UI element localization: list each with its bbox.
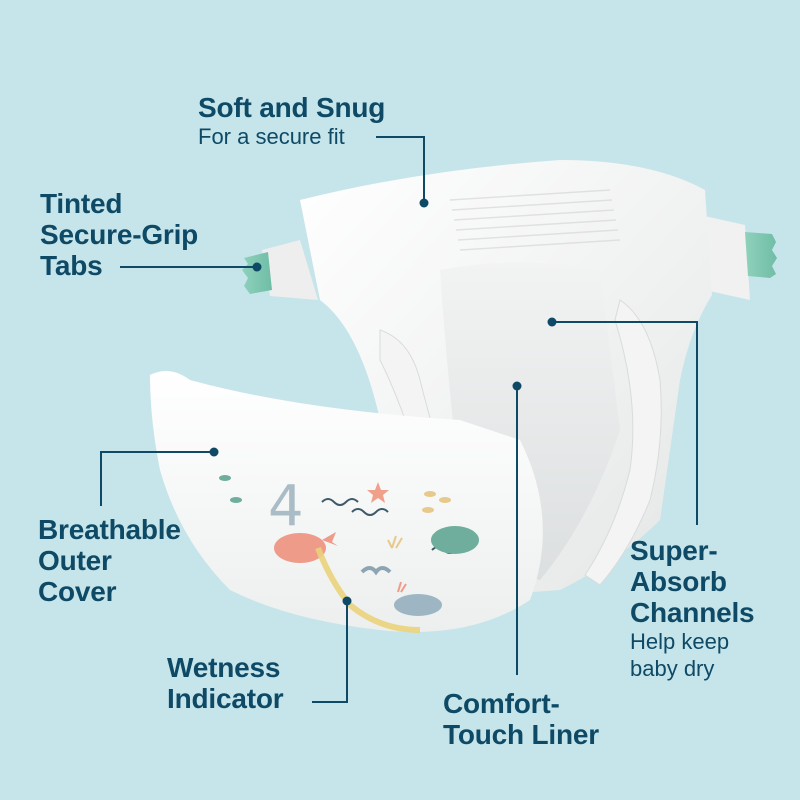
callout-title-line: Super- [630,535,718,566]
callout-wetness-indicator: Wetness Indicator [167,652,284,714]
callout-soft-and-snug: Soft and Snug For a secure fit [198,92,385,150]
size-number: 4 [268,474,304,539]
wetness-line [312,601,348,703]
right-leg-cuff [584,299,662,586]
callout-dots [209,198,557,606]
callout-title-line: Cover [38,576,117,607]
breathable-dot [209,447,219,457]
wetness-indicator-stripe [315,546,421,633]
callout-title: Soft and Snug [198,92,386,123]
ocean-print: 4 [219,474,479,633]
callout-title-line: Tinted [40,188,123,219]
callout-title-line: Secure-Grip [40,219,199,250]
callout-super-absorb: Super- Absorb Channels Help keep baby dr… [630,535,755,682]
callout-title-line: Indicator [167,683,284,714]
callout-breathable-cover: Breathable Outer Cover [38,514,181,607]
callout-title-line: Outer [38,545,112,576]
callout-subtitle-line: baby dry [630,656,715,681]
callout-title-line: Breathable [38,514,181,545]
left-tab [242,240,318,300]
breathable-line [100,451,214,506]
super-absorb-dot [547,317,557,327]
right-tab [700,215,777,300]
soft-and-snug-dot [419,198,429,208]
comfort-liner-dot [512,381,522,391]
callout-title-line: Wetness [167,652,281,683]
soft-and-snug-line [376,136,425,203]
callout-title-line: Tabs [40,250,103,281]
callout-subtitle-line: Help keep [630,629,730,654]
callout-title-line: Absorb [630,566,727,597]
callout-title-line: Comfort- [443,688,560,719]
callout-tinted-tabs: Tinted Secure-Grip Tabs [40,188,198,281]
tabs-dot [252,262,262,272]
callout-subtitle: For a secure fit [198,124,345,149]
waistband-ridges [449,189,621,251]
wetness-dot [342,596,352,606]
callout-lines [100,136,698,703]
callout-title-line: Channels [630,597,755,628]
callout-title-line: Touch Liner [443,719,599,750]
super-absorb-line [552,321,698,525]
callout-comfort-liner: Comfort- Touch Liner [443,688,599,750]
